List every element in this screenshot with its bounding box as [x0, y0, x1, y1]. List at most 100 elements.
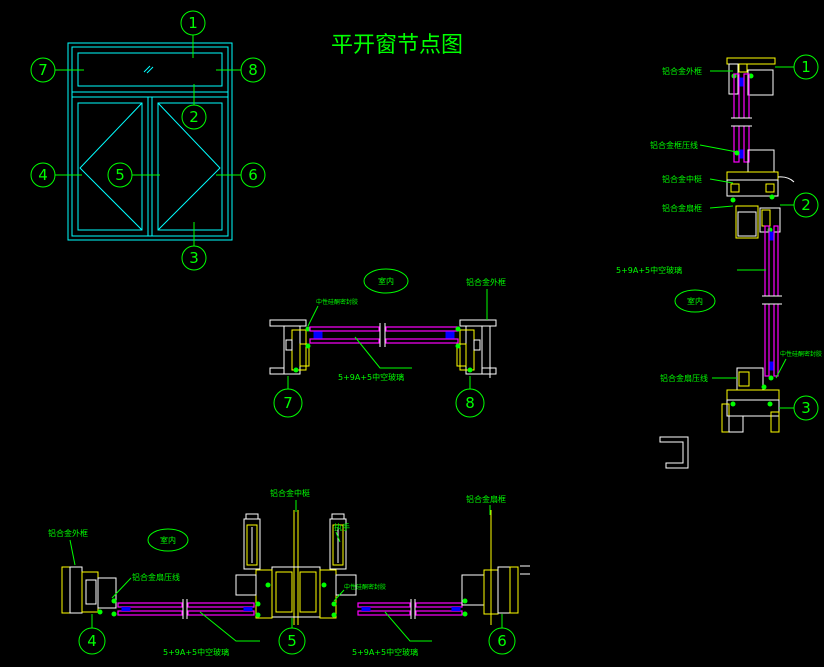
vs-top-frame-profile — [726, 57, 776, 96]
gasket — [111, 598, 117, 604]
callout-number: 3 — [189, 249, 199, 267]
glass-pane — [187, 610, 255, 616]
frame-bead — [747, 149, 775, 173]
left-sash-opening-indicator — [79, 102, 143, 231]
gasket — [730, 401, 736, 407]
callout-number: 7 — [38, 61, 48, 79]
s78-callout-7: 7 — [273, 376, 303, 418]
glass-spacer — [361, 607, 371, 611]
outer-frame-label: 铝合金外框 — [662, 66, 702, 76]
inner-frame-outline — [71, 46, 229, 237]
leader-line — [333, 589, 345, 602]
gasket — [462, 598, 468, 604]
sash-bead — [456, 343, 467, 367]
section-4-5-6: 铝合金外框 室内 铝合金中梃 执手 铝合金扇框 铝合金扇压线 中性硅酮密封胶 5… — [48, 488, 530, 657]
glass-pane — [187, 602, 255, 608]
glass-label: 5+9A+5中空玻璃 — [616, 265, 682, 275]
s456-left-frame-profile — [61, 566, 117, 617]
handle-cap — [245, 513, 259, 520]
handle-label: 执手 — [334, 522, 350, 532]
bead-holder — [738, 371, 750, 387]
elevation-callout-8: 8 — [216, 57, 266, 83]
leader-line — [199, 611, 260, 642]
gasket — [111, 611, 117, 617]
leader-line — [709, 205, 734, 209]
gasket — [255, 601, 261, 607]
callout-circle — [278, 627, 306, 655]
gasket — [321, 582, 327, 588]
frame-flange — [459, 319, 497, 327]
callout-circle — [78, 627, 106, 655]
vs-upper-glass — [731, 73, 752, 163]
glass-spacer — [313, 331, 323, 339]
callout-circle — [455, 388, 485, 418]
s456-callout-4: 4 — [78, 614, 106, 655]
vs-callout-1: 1 — [775, 54, 819, 80]
indoor-label: 室内 — [160, 535, 176, 545]
gasket — [768, 375, 774, 381]
callout-circle — [240, 57, 266, 83]
glass-spacer — [243, 607, 253, 611]
leader-line — [354, 336, 412, 369]
left-sash — [71, 96, 149, 237]
callout-number: 8 — [248, 61, 258, 79]
s78-right-frame-profile — [455, 319, 497, 378]
callout-number: 2 — [801, 196, 811, 214]
s456-right-handle — [329, 513, 347, 570]
frame-leg — [61, 566, 71, 614]
gasket — [305, 326, 311, 332]
glass-spacer — [451, 607, 461, 611]
sash-bottom-rail — [726, 389, 780, 401]
sealant-label: 中性硅酮密封胶 — [316, 298, 358, 306]
s456-callout-5: 5 — [278, 618, 306, 655]
callout-number: 4 — [38, 166, 48, 184]
elevation-callout-2: 2 — [181, 84, 207, 130]
break-gap — [731, 118, 752, 126]
sash-profile — [255, 569, 273, 619]
callout-number: 1 — [801, 58, 811, 76]
section-7-8: 室内 铝合金外框 中性硅酮密封胶 5+9A+5中空玻璃 7 8 — [269, 268, 506, 418]
callout-number: 8 — [465, 394, 475, 412]
mullion-chamber — [299, 571, 317, 613]
sash-frame-label: 铝合金扇框 — [662, 203, 702, 213]
leader-line — [69, 539, 76, 566]
indoor-label: 室内 — [687, 296, 703, 306]
glass-pane — [117, 610, 183, 616]
glass-pane — [415, 610, 463, 616]
drip-lip — [777, 176, 795, 183]
glass-pane — [357, 602, 411, 608]
callout-number: 7 — [283, 394, 293, 412]
glass-spacer — [769, 361, 774, 371]
gasket — [455, 343, 461, 349]
s456-left-handle — [243, 513, 261, 570]
gasket — [331, 601, 337, 607]
elevation-callout-7: 7 — [30, 57, 84, 83]
sash-bead — [97, 577, 117, 609]
break-gap — [762, 296, 782, 304]
frame-chamber — [473, 339, 481, 351]
elevation-callout-5: 5 — [107, 162, 160, 188]
callout-number: 2 — [189, 108, 199, 126]
gasket — [331, 612, 337, 618]
glass-spacer — [739, 77, 744, 87]
indoor-marker — [147, 528, 189, 552]
gasket — [769, 194, 775, 200]
callout-number: 5 — [287, 632, 297, 650]
sash-bead — [299, 343, 310, 367]
transom-flange — [726, 171, 779, 181]
elevation-callout-3: 3 — [181, 222, 207, 271]
sash-chamber — [737, 211, 757, 237]
callout-circle — [107, 162, 133, 188]
s456-callout-6: 6 — [488, 614, 516, 655]
vs-callout-2: 2 — [780, 192, 819, 218]
handle-core — [246, 524, 258, 566]
frame-leg — [770, 411, 780, 433]
sash-frame-label: 铝合金扇框 — [466, 494, 506, 504]
vs-callout-3: 3 — [779, 395, 819, 421]
frame-chamber — [285, 339, 293, 351]
mullion-chamber — [275, 571, 293, 613]
sash-profile — [459, 329, 475, 371]
leader-line — [335, 531, 341, 543]
frame-leg — [721, 403, 730, 433]
bead-holder — [761, 209, 771, 227]
